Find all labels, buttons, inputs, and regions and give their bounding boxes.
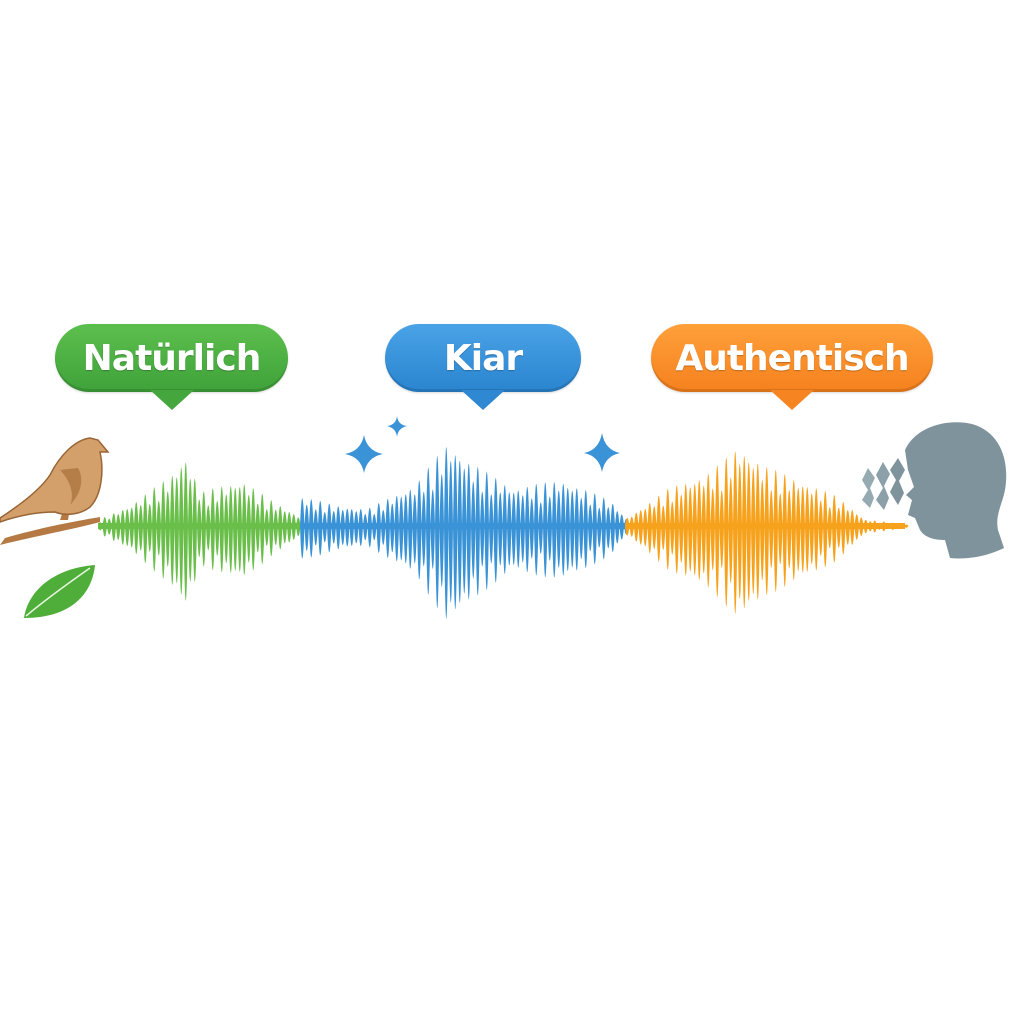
bubble-tail [461, 390, 505, 410]
label-natural: Natürlich [82, 337, 262, 379]
green-waveform [98, 462, 301, 601]
label-bubble-natural: Natürlich [55, 324, 288, 410]
leaf-icon [24, 565, 95, 618]
bird-icon [0, 437, 110, 545]
orange-waveform [625, 451, 909, 614]
blue-waveform [300, 447, 629, 619]
bubble-tail [149, 390, 194, 410]
sparkle-icon [345, 416, 620, 473]
label-bubble-clear: Kiar [385, 324, 581, 410]
label-bubble-authentic: Authentisch [651, 324, 933, 410]
speaking-head-icon [862, 422, 1007, 559]
label-authentic: Authentisch [675, 337, 909, 379]
bubble-tail [770, 390, 814, 410]
label-clear: Kiar [443, 337, 523, 379]
